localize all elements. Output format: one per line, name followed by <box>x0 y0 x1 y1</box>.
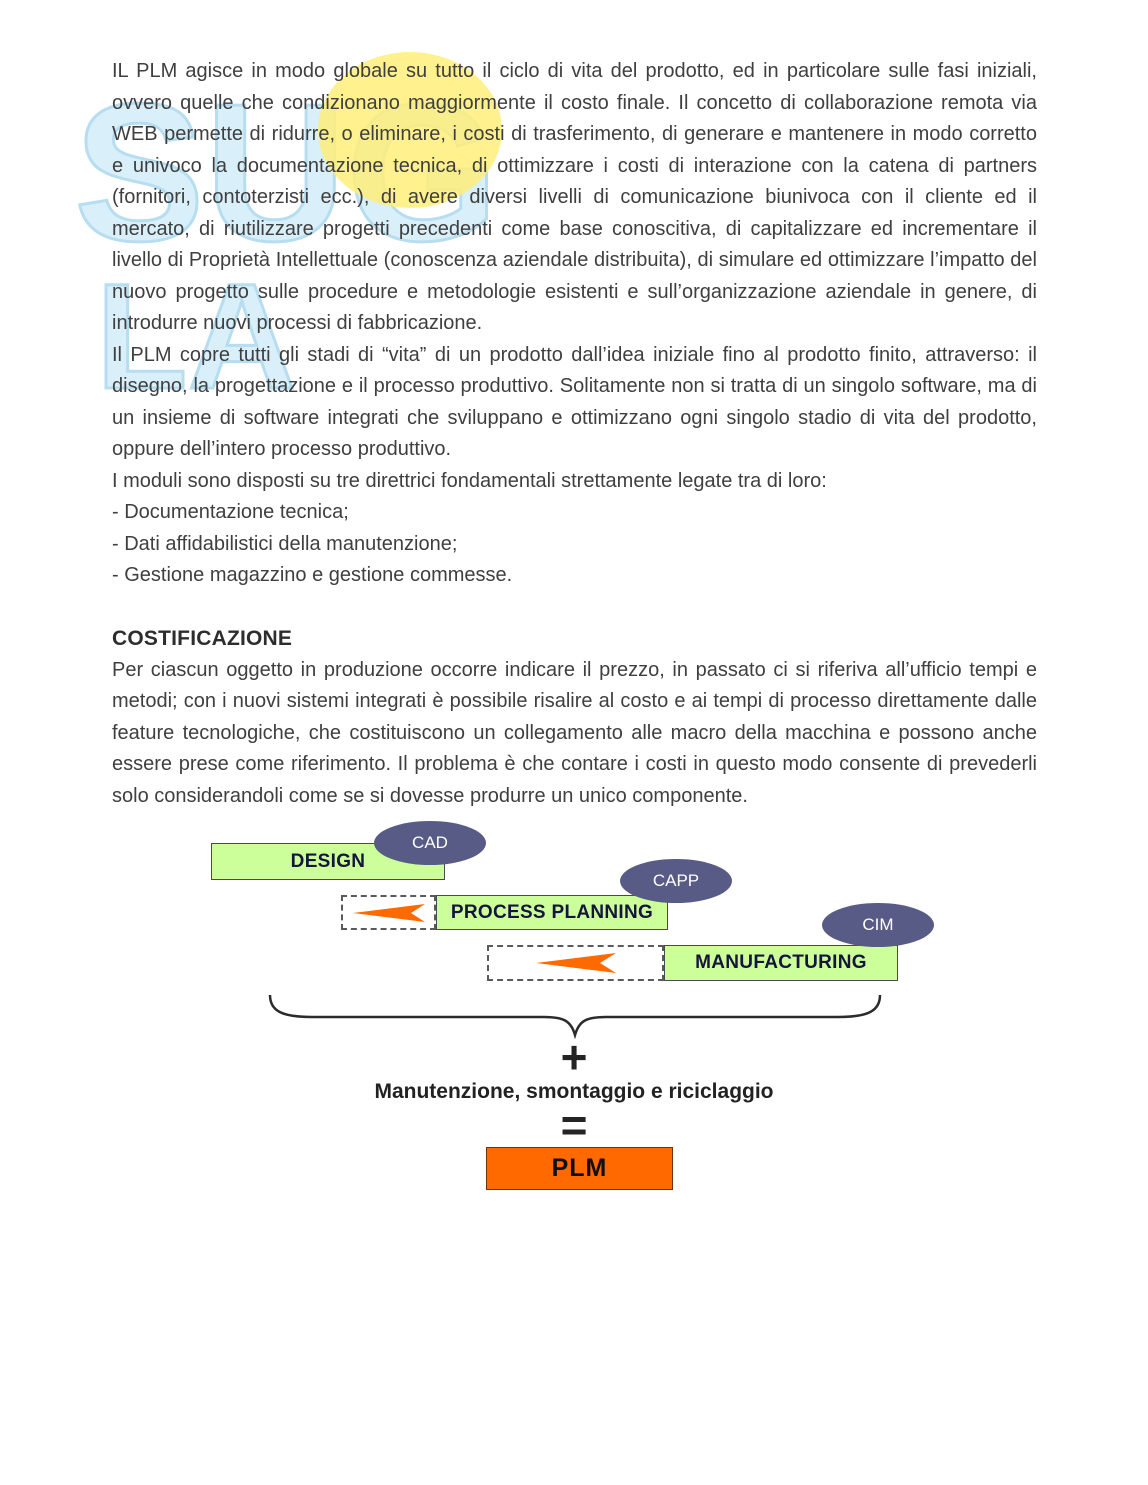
tool-ellipse-capp: CAPP <box>620 859 732 903</box>
curly-brace-icon <box>268 993 882 1040</box>
document-body: IL PLM agisce in modo globale su tutto i… <box>112 60 1037 807</box>
modules-intro: I moduli sono disposti su tre direttrici… <box>112 469 827 492</box>
dashed-connector-box <box>487 945 664 981</box>
maintenance-label: Manutenzione, smontaggio e riciclaggio <box>374 1080 774 1103</box>
paragraph-plm-stages: Il PLM copre tutti gli stadi di “vita” d… <box>112 343 1037 461</box>
plus-sign: + <box>560 1031 588 1083</box>
paragraph-costificazione: Per ciascun oggetto in produzione occorr… <box>112 658 1037 807</box>
module-item-gestione: - Gestione magazzino e gestione commesse… <box>112 564 513 586</box>
blank-line <box>112 592 1037 624</box>
stage-label-manufacturing: MANUFACTURING <box>695 952 867 973</box>
tool-label-cad: CAD <box>412 833 448 852</box>
section-heading-costificazione: COSTIFICAZIONE <box>112 627 293 650</box>
equals-sign: = <box>560 1099 588 1151</box>
plm-result-label: PLM <box>551 1154 608 1182</box>
module-item-documentazione: - Documentazione tecnica; <box>112 501 349 523</box>
stage-box-manufacturing: MANUFACTURING <box>664 945 898 981</box>
tool-ellipse-cad: CAD <box>374 821 486 865</box>
paragraph-plm-overview: IL PLM agisce in modo globale su tutto i… <box>112 60 1037 334</box>
tool-label-capp: CAPP <box>652 871 700 890</box>
plm-result-box: PLM <box>486 1147 673 1190</box>
module-item-dati: - Dati affidabilistici della manutenzion… <box>112 532 458 555</box>
flow-arrow-icon <box>352 903 425 922</box>
stage-label-process-planning: PROCESS PLANNING <box>450 901 654 923</box>
tool-label-cim: CIM <box>862 915 894 934</box>
tool-ellipse-cim: CIM <box>822 903 934 947</box>
stage-label-design: DESIGN <box>290 850 366 872</box>
flow-arrow-icon <box>535 953 616 973</box>
dashed-connector-box <box>341 895 436 930</box>
stage-box-process-planning: PROCESS PLANNING <box>436 895 668 930</box>
plm-diagram: DESIGN CAD PROCESS PLANNING CAPP MANUFAC… <box>0 812 1148 1212</box>
